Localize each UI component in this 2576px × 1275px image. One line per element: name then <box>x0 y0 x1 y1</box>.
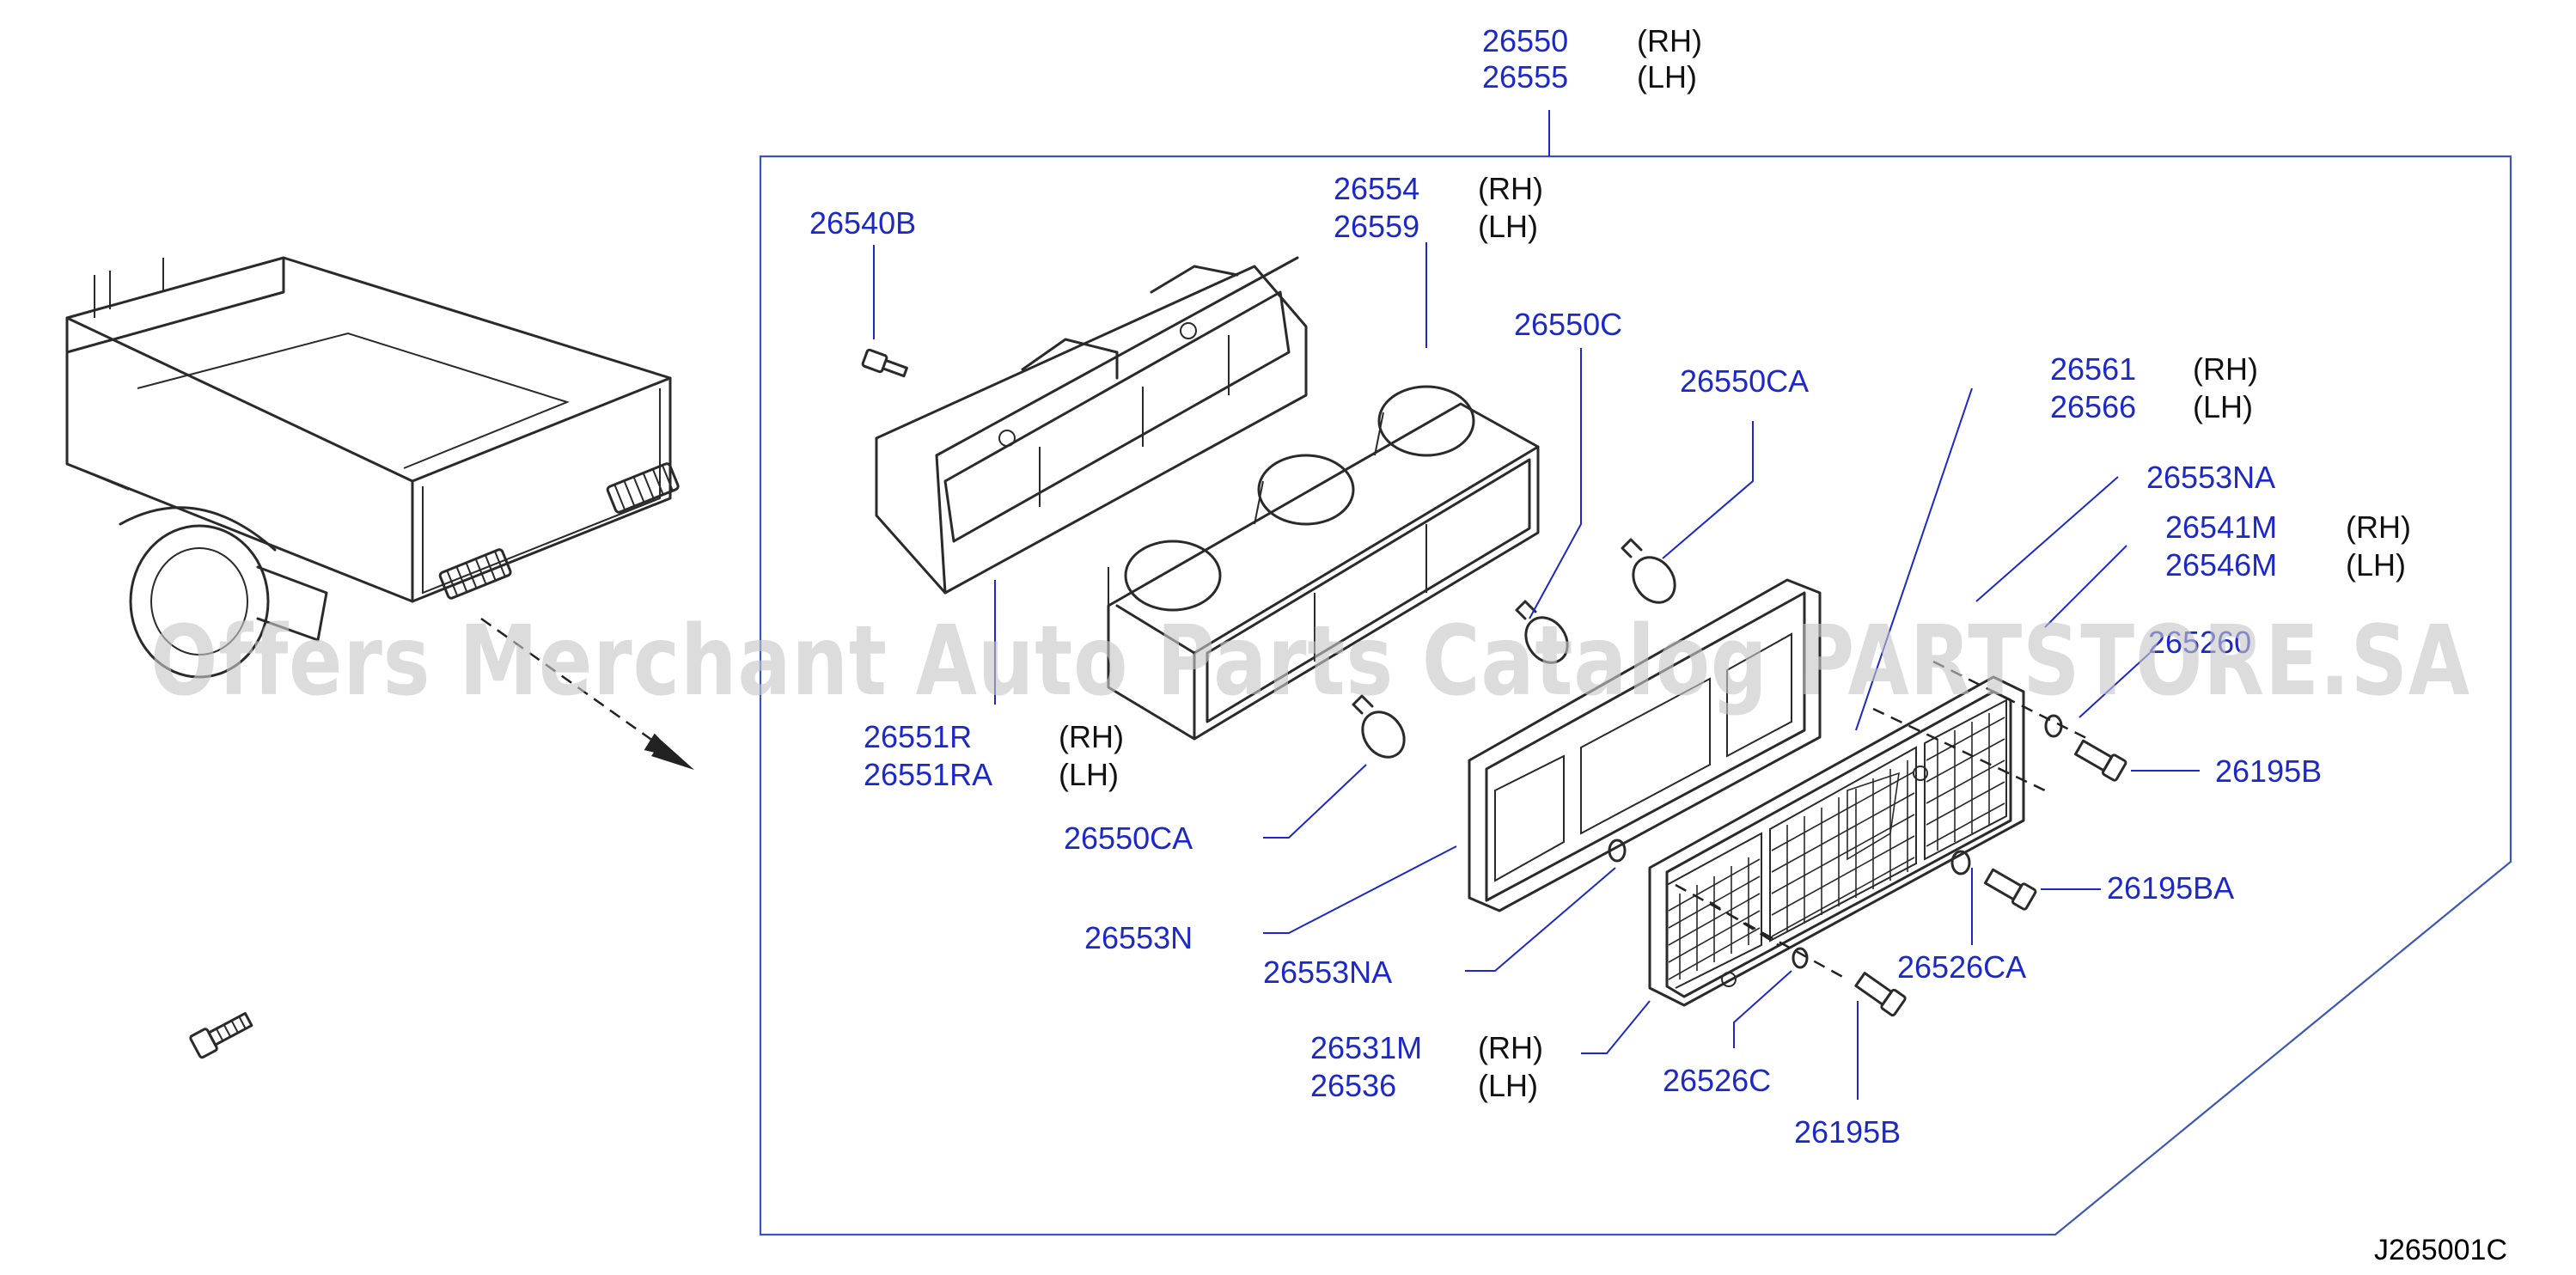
side-label: (RH) <box>1059 719 1124 754</box>
callout-lens-assy: 26561 (RH) 26566 (LH) <box>2050 351 2258 424</box>
side-label: (LH) <box>1478 209 1538 244</box>
side-label: (LH) <box>1637 59 1697 95</box>
bulb-icon <box>1352 538 1676 759</box>
part-number-26550ca: 26550CA <box>1680 363 1809 399</box>
leader-lines <box>873 242 2200 1100</box>
callout-top: 26550 (RH) 26555 (LH) <box>1482 23 1702 95</box>
side-label: (RH) <box>2346 509 2411 545</box>
part-number-26195b: 26195B <box>2215 753 2322 789</box>
part-number: 26546M <box>2165 547 2277 583</box>
gasket-drawing <box>1468 578 1822 912</box>
side-label: (RH) <box>1478 171 1543 206</box>
part-number: 26555 <box>1482 59 1568 95</box>
callout-lens-m: 26541M (RH) 26546M (LH) <box>2165 509 2411 583</box>
side-label: (RH) <box>2193 351 2258 387</box>
part-number: 26551RA <box>864 757 992 792</box>
side-label: (LH) <box>2193 389 2253 424</box>
part-number-26553n: 26553N <box>1084 920 1193 955</box>
part-number-26526ca: 26526CA <box>1897 949 2026 985</box>
reference-code: J265001C <box>2374 1234 2507 1266</box>
part-number-26540b: 26540B <box>809 205 916 241</box>
part-number: 26559 <box>1334 209 1419 244</box>
part-number: 26551R <box>864 719 972 754</box>
part-number: 26541M <box>2165 509 2277 545</box>
washer-icon <box>1608 714 2063 969</box>
part-number-26526c: 26526C <box>1663 1063 1771 1098</box>
assembly-frame <box>759 155 2512 1236</box>
part-number: 26566 <box>2050 389 2136 424</box>
part-number-26195b-2: 26195B <box>1794 1114 1901 1150</box>
part-number-26195ba: 26195BA <box>2107 870 2234 906</box>
part-number-partial: 265260 <box>2148 625 2251 660</box>
bolt-icon <box>189 1011 253 1059</box>
side-label: (RH) <box>1478 1030 1543 1065</box>
side-label: (LH) <box>1478 1068 1538 1103</box>
screw-icon <box>1854 739 2127 1017</box>
watermark-text: Offers Merchant Auto Parts Catalog PARTS… <box>150 606 2470 717</box>
part-number: 26554 <box>1334 171 1419 206</box>
part-number-26553na: 26553NA <box>2146 460 2275 495</box>
clip-icon <box>861 348 908 378</box>
part-number-26550c: 26550C <box>1514 307 1622 342</box>
truck-bed-illustration <box>65 256 694 770</box>
part-number-26553na-2: 26553NA <box>1263 955 1392 990</box>
side-label: (LH) <box>1059 757 1119 792</box>
lamp-housing-drawing <box>875 256 1540 741</box>
part-number-26550ca-2: 26550CA <box>1064 821 1193 856</box>
callout-body: 26554 (RH) 26559 (LH) <box>1334 171 1543 244</box>
side-label: (RH) <box>1637 23 1702 58</box>
part-number: 26531M <box>1310 1030 1422 1065</box>
side-label: (LH) <box>2346 547 2406 583</box>
part-number: 26550 <box>1482 23 1568 58</box>
callout-lens-31: 26531M (RH) 26536 (LH) <box>1310 1030 1543 1103</box>
part-number: 26561 <box>2050 351 2136 387</box>
part-number: 26536 <box>1310 1068 1396 1103</box>
callout-housing: 26551R (RH) 26551RA (LH) <box>864 719 1124 792</box>
